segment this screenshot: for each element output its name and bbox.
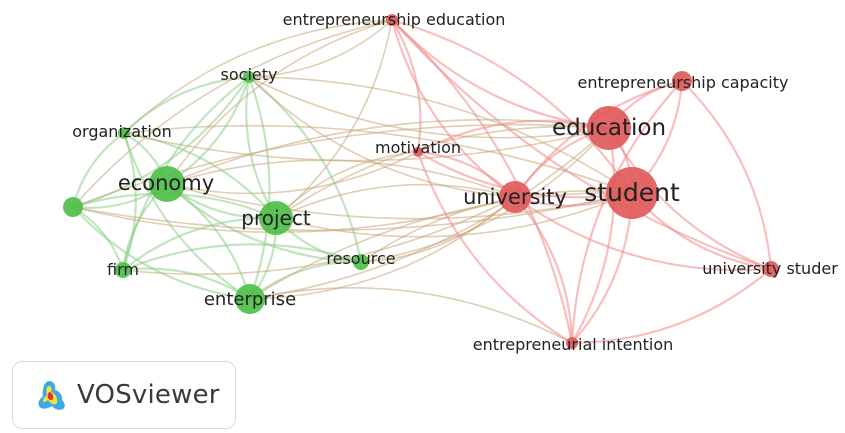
link-economy-motivation: [166, 151, 419, 195]
link-society-enterprise: [247, 76, 271, 300]
link-society-project: [245, 76, 277, 219]
node-label-economy: economy: [118, 171, 214, 195]
link-entrepreneurship-capacity-university-student: [681, 80, 773, 270]
link-university-university-student: [514, 196, 772, 272]
link-motivation-entrepreneurial-intention: [416, 151, 573, 344]
link-entrepreneurship-education-student: [391, 18, 633, 194]
node-label-university-student: university studer: [702, 259, 838, 278]
link-resource-university: [360, 196, 516, 263]
link-entrepreneurship-education-society: [248, 19, 393, 78]
link-organization-education: [123, 127, 610, 162]
node-label-student: student: [584, 178, 680, 207]
link-organization-unlabeled: [71, 132, 125, 208]
link-enterprise-firm: [122, 267, 251, 300]
link-entrepreneurship-education-entrepreneurial-intention: [391, 19, 574, 344]
node-label-education: education: [552, 115, 666, 141]
link-project-university: [275, 183, 516, 219]
node-label-entrepreneurship-capacity: entrepreneurship capacity: [578, 73, 789, 92]
link-project-firm: [122, 216, 277, 271]
vosviewer-badge: VOSviewer: [12, 361, 236, 429]
link-unlabeled-education: [72, 123, 610, 208]
node-economy[interactable]: [149, 166, 185, 202]
link-project-student: [275, 192, 633, 238]
link-university-entrepreneurial-intention: [514, 196, 574, 344]
node-education[interactable]: [587, 106, 631, 150]
node-label-society: society: [221, 65, 278, 84]
link-entrepreneurship-education-education: [391, 19, 610, 130]
link-economy-resource: [166, 183, 362, 264]
link-university-student-entrepreneurial-intention: [571, 268, 772, 345]
link-education-entrepreneurial-intention: [571, 127, 616, 344]
node-label-resource: resource: [326, 249, 395, 268]
link-project-motivation: [275, 151, 419, 219]
link-entrepreneurship-capacity-entrepreneurial-intention: [570, 80, 683, 344]
link-organization-enterprise: [122, 132, 251, 300]
link-society-student: [248, 76, 633, 194]
node-student[interactable]: [606, 167, 658, 219]
link-firm-university: [122, 196, 516, 276]
link-firm-resource: [122, 243, 362, 272]
node-label-entrepreneurship-education: entrepreneurship education: [283, 10, 506, 29]
link-education-university-student: [608, 127, 772, 271]
link-enterprise-student: [249, 192, 633, 300]
link-unlabeled-student: [72, 192, 633, 232]
label-layer: entrepreneurship education society entrepr…: [72, 10, 838, 354]
link-organization-student: [123, 124, 633, 194]
node-unlabeled[interactable]: [63, 197, 83, 217]
vosviewer-title: VOSviewer: [77, 380, 220, 410]
node-resource[interactable]: [353, 254, 369, 270]
node-university[interactable]: [499, 181, 531, 213]
node-label-entrepreneurial-intention: entrepreneurial intention: [473, 335, 674, 354]
node-label-motivation: motivation: [375, 138, 461, 157]
vosviewer-logo-icon: [38, 381, 65, 410]
node-entrepreneurship-education[interactable]: [386, 14, 398, 26]
node-entrepreneurial-intention[interactable]: [566, 337, 578, 349]
node-project[interactable]: [259, 201, 293, 235]
link-enterprise-entrepreneurial-intention: [249, 287, 573, 344]
node-entrepreneurship-capacity[interactable]: [672, 71, 692, 91]
link-resource-student: [360, 190, 633, 263]
link-society-education: [248, 76, 610, 139]
link-entrepreneurship-education-motivation: [391, 19, 422, 153]
link-enterprise-education: [249, 127, 610, 300]
node-organization[interactable]: [118, 127, 130, 139]
node-label-university: university: [463, 185, 567, 209]
node-motivation[interactable]: [413, 147, 423, 157]
node-label-firm: firm: [107, 260, 139, 279]
node-society[interactable]: [243, 71, 255, 83]
node-university-student[interactable]: [763, 261, 779, 277]
node-layer: [63, 14, 779, 349]
node-label-project: project: [241, 206, 311, 230]
node-firm[interactable]: [115, 262, 131, 278]
link-resource-education: [360, 127, 610, 263]
node-enterprise[interactable]: [235, 284, 265, 314]
link-society-organization: [123, 75, 250, 134]
node-label-enterprise: enterprise: [204, 289, 296, 310]
link-unlabeled-university: [72, 196, 516, 233]
link-entrepreneurship-education-unlabeled: [72, 19, 393, 208]
node-label-organization: organization: [72, 122, 171, 141]
